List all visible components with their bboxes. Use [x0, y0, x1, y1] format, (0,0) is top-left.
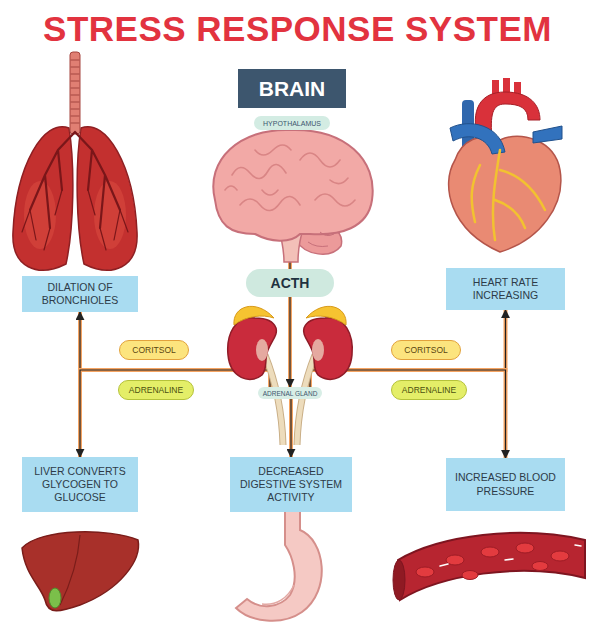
brain-box: BRAIN [238, 69, 346, 108]
node-text: ACTH [271, 275, 310, 291]
node-text: HEART RATE INCREASING [453, 276, 558, 302]
effect-box: DILATION OF BRONCHIOLES [22, 276, 138, 312]
node-text: ADRENALINE [402, 385, 456, 395]
connector-band [288, 297, 292, 387]
hormone-pill: ACTH [246, 269, 334, 297]
effect-box: DECREASED DIGESTIVE SYSTEM ACTIVITY [230, 457, 352, 512]
connector-line [290, 399, 291, 457]
connector-line [310, 370, 506, 458]
hormone-pill: ADRENALINE [118, 380, 194, 400]
node-text: ADRENALINE [129, 385, 183, 395]
effect-box: INCREASED BLOOD PRESSURE [446, 458, 565, 511]
stomach-illustration [236, 508, 322, 621]
effect-box: LIVER CONVERTS GLYCOGEN TO GLUCOSE [22, 457, 138, 512]
liver-illustration [22, 532, 138, 611]
title-text: STRESS RESPONSE SYSTEM [43, 9, 552, 48]
connector [80, 370, 270, 457]
connector [290, 297, 291, 387]
hormone-pill: CORITSOL [391, 340, 461, 360]
hormone-pill: ADRENALINE [391, 380, 467, 400]
lungs-illustration [13, 52, 137, 270]
node-text: CORITSOL [132, 345, 175, 355]
kidney-illustration [297, 306, 352, 445]
blood-vessel-illustration [393, 533, 585, 600]
connector-line [289, 297, 290, 387]
connector-band [80, 370, 270, 457]
connector-band [310, 370, 506, 458]
effect-box: HEART RATE INCREASING [446, 268, 565, 310]
node-text: DILATION OF BRONCHIOLES [29, 281, 131, 307]
brain-illustration [213, 130, 372, 262]
part-label-pill: HYPOTHALAMUS [254, 116, 330, 130]
connector-line [80, 370, 270, 457]
node-text: CORITSOL [404, 345, 447, 355]
connector [291, 399, 292, 457]
hormone-pill: CORITSOL [119, 340, 189, 360]
kidney-illustration [228, 306, 283, 445]
node-text: INCREASED BLOOD PRESSURE [453, 471, 558, 497]
diagram-title: STRESS RESPONSE SYSTEM [0, 9, 595, 49]
connector-band [289, 399, 293, 457]
node-text: BRAIN [259, 77, 326, 101]
part-label-pill: ADRENAL GLAND [258, 387, 322, 399]
node-text: ADRENAL GLAND [263, 390, 318, 397]
node-text: LIVER CONVERTS GLYCOGEN TO GLUCOSE [29, 465, 131, 504]
connector [310, 370, 506, 458]
heart-illustration [449, 78, 562, 252]
node-text: HYPOTHALAMUS [263, 120, 321, 127]
node-text: DECREASED DIGESTIVE SYSTEM ACTIVITY [237, 465, 345, 504]
